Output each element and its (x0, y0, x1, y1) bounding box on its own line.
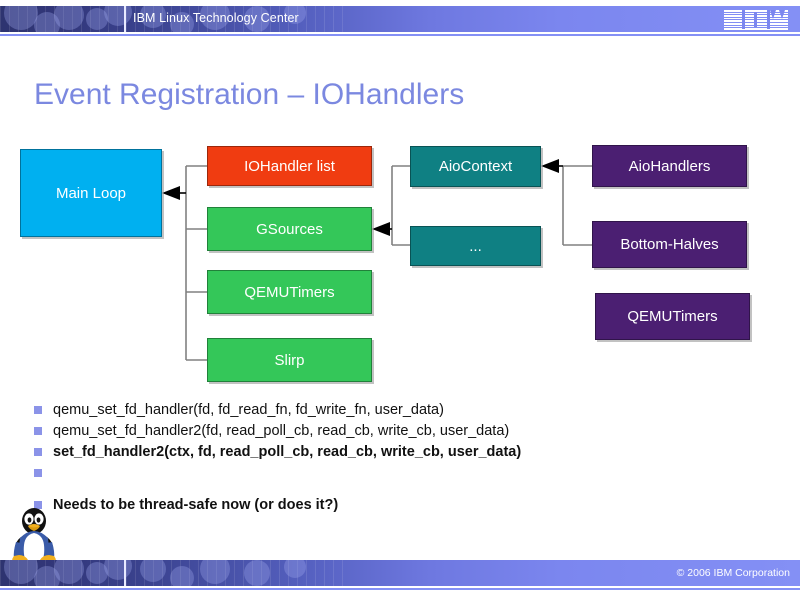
list-item: qemu_set_fd_handler(fd, fd_read_fn, fd_w… (34, 400, 774, 421)
node-label: AioHandlers (628, 157, 711, 175)
node-label: QEMUTimers (627, 308, 718, 325)
bullet-square-icon (34, 406, 42, 414)
diagram-node-qemutimers-right[interactable]: QEMUTimers (595, 293, 750, 340)
node-label: AioContext (438, 158, 513, 175)
node-label: ... (469, 237, 482, 255)
bullet-text: qemu_set_fd_handler(fd, fd_read_fn, fd_w… (53, 402, 444, 418)
banner-stripes-pattern (0, 6, 350, 32)
banner-circle-icon (284, 560, 306, 578)
list-item: qemu_set_fd_handler2(fd, read_poll_cb, r… (34, 421, 774, 442)
bullet-text: qemu_set_fd_handler2(fd, read_poll_cb, r… (53, 423, 510, 439)
banner-circle-icon (200, 560, 230, 584)
bullet-list: qemu_set_fd_handler(fd, fd_read_fn, fd_w… (34, 400, 774, 516)
tux-penguin-icon (12, 508, 56, 564)
diagram-node-bottom-halves[interactable]: Bottom-Halves (592, 221, 747, 268)
diagram-node-iohandler-list[interactable]: IOHandler list (207, 146, 372, 186)
node-label: QEMUTimers (244, 283, 335, 301)
banner-circle-icon (54, 6, 84, 30)
banner-circle-icon (170, 566, 194, 586)
footer-copyright: © 2006 IBM Corporation (676, 567, 790, 579)
diagram-node-main-loop[interactable]: Main Loop (20, 149, 162, 237)
node-label: Bottom-Halves (620, 236, 719, 253)
bullet-text: Needs to be thread-safe now (or does it?… (53, 497, 339, 513)
bullet-square-icon (34, 501, 42, 509)
banner-circle-icon (86, 8, 108, 30)
bullet-square-icon (34, 427, 42, 435)
node-label: Slirp (274, 351, 305, 369)
footer-rule (0, 588, 800, 590)
banner-divider (124, 560, 126, 586)
banner-circle-icon (244, 560, 270, 586)
banner-circle-icon (284, 6, 306, 24)
banner-circle-icon (140, 6, 166, 28)
banner-circle-icon (54, 560, 84, 584)
ibm-logo-icon (724, 10, 788, 30)
diagram-node-qemutimers-left[interactable]: QEMUTimers (207, 270, 372, 314)
list-item: Needs to be thread-safe now (or does it?… (34, 495, 774, 516)
footer-banner: © 2006 IBM Corporation (0, 560, 800, 586)
bullet-text: set_fd_handler2(ctx, fd, read_poll_cb, r… (53, 444, 522, 460)
bullet-square-icon (34, 448, 42, 456)
header-rule (0, 34, 800, 36)
diagram-node-slirp[interactable]: Slirp (207, 338, 372, 382)
diagram-node-gsources[interactable]: GSources (207, 207, 372, 251)
header-banner: IBM Linux Technology Center (0, 6, 800, 32)
list-item (34, 463, 774, 486)
banner-circle-icon (200, 6, 230, 30)
banner-circle-icon (34, 566, 60, 586)
node-label: IOHandler list (244, 157, 335, 175)
banner-circle-icon (244, 6, 270, 32)
node-label: GSources (256, 220, 323, 238)
header-title: IBM Linux Technology Center (133, 11, 299, 25)
banner-circle-icon (34, 12, 60, 32)
list-item: set_fd_handler2(ctx, fd, read_poll_cb, r… (34, 442, 774, 463)
diagram-node-aiocontext[interactable]: AioContext (410, 146, 541, 187)
banner-divider (124, 6, 126, 32)
banner-circle-icon (140, 560, 166, 582)
page-title: Event Registration – IOHandlers (34, 78, 465, 111)
node-label: Main Loop (55, 184, 127, 202)
diagram-node-aiohandlers[interactable]: AioHandlers (592, 145, 747, 187)
bullet-square-icon (34, 469, 42, 477)
banner-circle-icon (86, 562, 108, 584)
banner-circle-icon (170, 12, 194, 32)
banner-stripes-pattern (0, 560, 350, 586)
diagram-node-ellipsis[interactable]: ... (410, 226, 541, 266)
